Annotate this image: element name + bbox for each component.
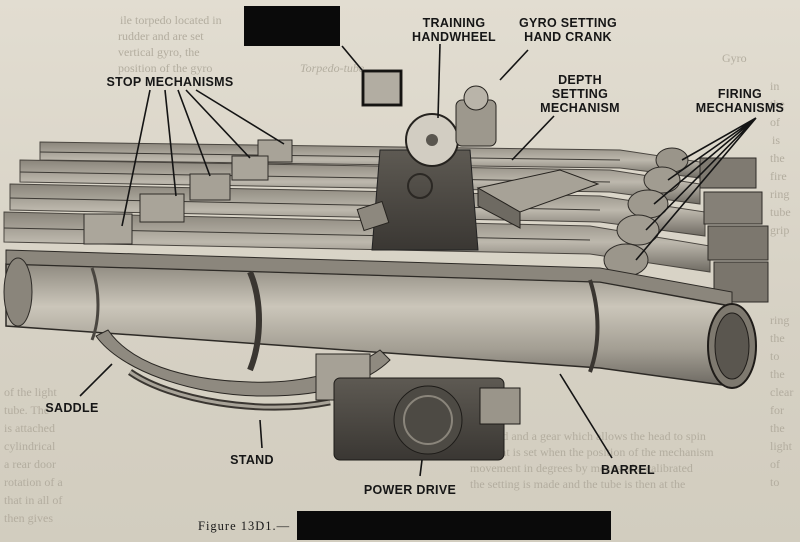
stop-mechanism-boxes — [83, 139, 293, 245]
rear-tube-4 — [3, 211, 711, 273]
ghost-text-line: the — [770, 331, 785, 345]
label-depth-setting-line3: MECHANISM — [540, 101, 620, 115]
upper-tubes — [3, 141, 711, 273]
ghost-text-line: vertical gyro, the — [118, 45, 200, 59]
ghost-text-line: the — [770, 97, 785, 111]
ghost-text-line: by hand and a gear which allows the head… — [470, 429, 706, 443]
ghost-text-line: a rear door — [4, 457, 56, 471]
leader-power-drive — [419, 459, 423, 477]
ghost-text-line: tion that is set when the position of th… — [470, 445, 714, 459]
ghost-text-line: movement in degrees by means of a calibr… — [470, 461, 693, 475]
ghost-text-line: the — [770, 367, 785, 381]
ghost-text-line: to — [770, 349, 779, 363]
label-training-handwheel-line1: TRAINING — [423, 16, 486, 30]
label-training-handwheel-line2: HANDWHEEL — [412, 30, 496, 44]
leader-training-handwheel — [437, 43, 441, 119]
callout-labels: TRAINING HANDWHEEL GYRO SETTING HAND CRA… — [45, 16, 784, 497]
firing-cap — [643, 166, 681, 194]
tube-end — [703, 191, 763, 225]
label-stop-mechanisms: STOP MECHANISMS — [107, 75, 234, 89]
ghost-text-line: of — [770, 457, 780, 471]
rear-tube-2 — [19, 159, 701, 205]
leader-saddle — [79, 363, 113, 397]
ghost-text-line: of the light — [4, 385, 57, 399]
redaction-block — [244, 6, 340, 46]
ghost-text-line: tube. The — [4, 403, 49, 417]
stop-box — [83, 213, 133, 245]
leader-stand — [259, 419, 263, 449]
redaction-block — [297, 511, 611, 540]
leader-stop-mechanisms — [121, 89, 285, 227]
label-power-drive: POWER DRIVE — [364, 483, 456, 497]
ghost-text-line: Gyro — [722, 51, 747, 65]
ghost-text-line: for — [770, 403, 784, 417]
ghost-text-line: light — [770, 439, 793, 453]
stop-box — [139, 193, 185, 223]
ghost-text-line: position of the gyro — [118, 61, 212, 75]
ghost-text-line: rotation of a — [4, 475, 63, 489]
ghost-text-line: that in all of — [4, 493, 62, 507]
central-mechanism — [356, 69, 600, 251]
background-page-text: ile torpedo located in rudder and are se… — [4, 13, 793, 525]
ghost-text-line: clear — [770, 385, 793, 399]
ghost-text-line: to — [770, 475, 779, 489]
ghost-text-line: the — [770, 151, 785, 165]
ghost-text-line: Torpedo-tube — [300, 61, 365, 75]
label-saddle: SADDLE — [45, 401, 98, 415]
base-assembly — [95, 329, 521, 461]
label-depth-setting-line2: SETTING — [552, 87, 608, 101]
label-gyro-setting-line2: HAND CRANK — [524, 30, 612, 44]
firing-mechanism-caps — [603, 147, 769, 303]
leader-gyro-crank — [499, 49, 529, 81]
label-depth-setting-line1: DEPTH — [558, 73, 602, 87]
label-firing-line1: FIRING — [718, 87, 762, 101]
ghost-text-line: tube — [770, 205, 791, 219]
ghost-text-line: is attached — [4, 421, 55, 435]
leader-lines — [79, 43, 757, 477]
ghost-text-line: fire — [770, 169, 787, 183]
barrel-band — [247, 270, 262, 372]
ghost-text-line: in — [770, 79, 779, 93]
leader-redacted-top — [341, 45, 363, 71]
ghost-text-line: the — [770, 421, 785, 435]
label-stand: STAND — [230, 453, 274, 467]
main-barrel — [3, 249, 757, 389]
ghost-text-line: ile torpedo located in — [120, 13, 222, 27]
firing-cap — [616, 214, 660, 246]
label-gyro-setting-line1: GYRO SETTING — [519, 16, 617, 30]
ghost-text-line: cylindrical — [4, 439, 56, 453]
leader-barrel — [559, 373, 613, 459]
ghost-text-line: grip — [770, 223, 789, 237]
ghost-text-line: ring — [770, 313, 789, 327]
stop-box — [189, 173, 231, 201]
label-firing-line2: MECHANISMS — [696, 101, 784, 115]
ghost-text-line: then gives — [4, 511, 53, 525]
tube-end — [699, 157, 757, 189]
ghost-text-line: is — [772, 133, 780, 147]
leader-depth-setting — [511, 115, 555, 161]
ghost-text-line: of — [770, 115, 780, 129]
tube-end — [707, 225, 769, 261]
figure-caption-number: Figure 13D1.— — [198, 519, 290, 533]
label-barrel: BARREL — [601, 463, 655, 477]
leader-firing-mechanisms — [635, 117, 757, 261]
ghost-text-line: ring — [770, 187, 789, 201]
ghost-text-line: rudder and are set — [118, 29, 204, 43]
ghost-text-line: the setting is made and the tube is then… — [470, 477, 685, 491]
stop-box — [231, 155, 269, 181]
